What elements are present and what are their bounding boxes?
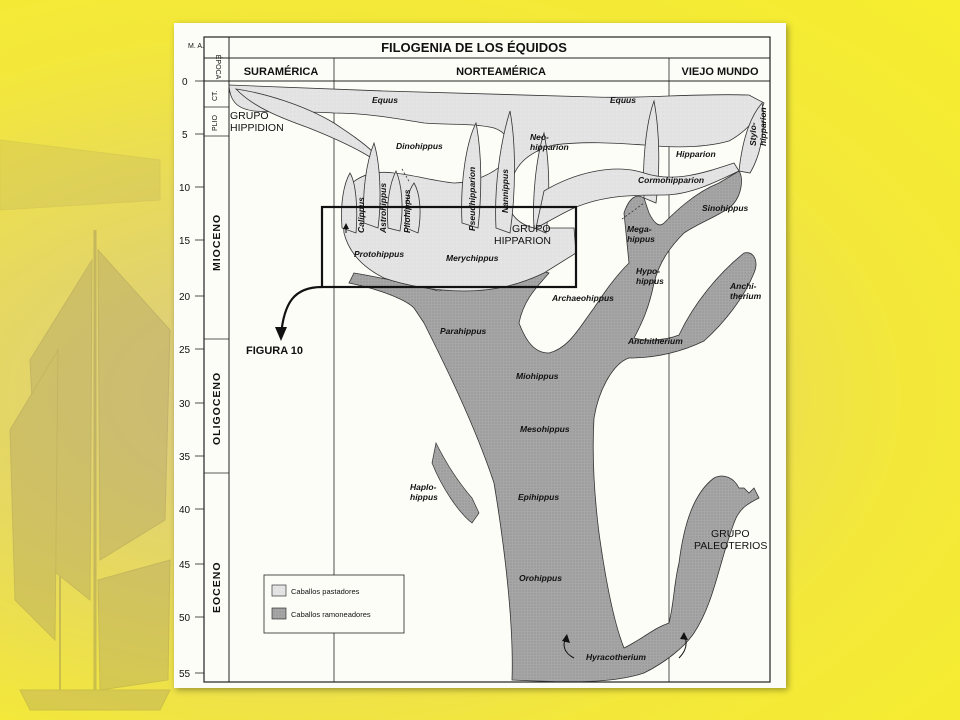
taxon-sinohippus: Sinohippus bbox=[702, 203, 749, 213]
grupo-hippidion-label-2: HIPPIDION bbox=[230, 122, 284, 134]
taxon-hyracotherium: Hyracotherium bbox=[586, 652, 646, 662]
taxon-protohippus: Protohippus bbox=[354, 249, 404, 259]
tick-35: 35 bbox=[179, 452, 191, 463]
tick-45: 45 bbox=[179, 560, 191, 571]
tick-15: 15 bbox=[179, 236, 191, 247]
tick-55: 55 bbox=[179, 669, 191, 680]
taxon-nannippus: Nannippus bbox=[500, 169, 510, 213]
tick-30: 30 bbox=[179, 399, 191, 410]
tick-50: 50 bbox=[179, 613, 191, 624]
taxon-labels: Equus Equus Dinohippus Neo- hipparion Ps… bbox=[354, 95, 768, 662]
taxon-pseudhipparion: Pseudhipparion bbox=[467, 167, 477, 231]
grupo-hipparion-label-1: GRUPO bbox=[512, 223, 551, 235]
taxon-megahippus-2: hippus bbox=[627, 234, 655, 244]
taxon-dinohippus: Dinohippus bbox=[396, 141, 443, 151]
taxon-epihippus: Epihippus bbox=[518, 492, 559, 502]
taxon-orohippus: Orohippus bbox=[519, 573, 562, 583]
tick-40: 40 bbox=[179, 505, 191, 516]
epoch-oligoceno: OLIGOCENO bbox=[211, 372, 223, 445]
tick-10: 10 bbox=[179, 183, 191, 194]
taxon-haplohippus-2: hippus bbox=[410, 492, 438, 502]
taxon-anchitherium-2: therium bbox=[730, 291, 762, 301]
tick-25: 25 bbox=[179, 345, 191, 356]
taxon-hypohippus-1: Hypo- bbox=[636, 266, 660, 276]
taxon-pliohippus: Pliohippus bbox=[402, 189, 412, 233]
equid-phylogeny-diagram: FILOGENIA DE LOS ÉQUIDOS M. A. ÉPOCA SUR… bbox=[179, 36, 771, 683]
epoch-eoceno: EOCENO bbox=[211, 561, 223, 613]
taxon-merychippus: Merychippus bbox=[446, 253, 499, 263]
taxon-megahippus-1: Mega- bbox=[627, 224, 652, 234]
taxon-calippus: Calippus bbox=[356, 197, 366, 233]
figure-10-highlight-box bbox=[320, 205, 578, 289]
tick-20: 20 bbox=[179, 292, 191, 303]
epoch-ct: CT. bbox=[212, 90, 219, 101]
region-viejo-mundo: VIEJO MUNDO bbox=[681, 66, 758, 78]
tick-5: 5 bbox=[182, 130, 188, 141]
taxon-cormohipparion: Cormohipparion bbox=[638, 175, 704, 185]
legend-browsers-swatch bbox=[271, 607, 287, 620]
region-norteamerica: NORTEAMÉRICA bbox=[456, 65, 546, 78]
scale-header: M. A. bbox=[188, 43, 204, 50]
haplohippus-branch bbox=[431, 441, 480, 524]
grupo-hippidion-label-1: GRUPO bbox=[230, 110, 269, 122]
epoch-mioceno: MIOCENO bbox=[211, 214, 223, 271]
epoch-plio: PLIO bbox=[212, 114, 219, 131]
figure-10-arrow-line bbox=[279, 285, 323, 336]
legend-browsers-label: Caballos ramoneadores bbox=[291, 610, 371, 619]
grupo-hipparion-label-2: HIPPARION bbox=[494, 235, 551, 247]
diagram-title: FILOGENIA DE LOS ÉQUIDOS bbox=[381, 40, 567, 55]
taxon-haplohippus-1: Haplo- bbox=[410, 482, 437, 492]
legend-box bbox=[263, 574, 405, 634]
phylogeny-figure-card: FILOGENIA DE LOS ÉQUIDOS M. A. ÉPOCA SUR… bbox=[174, 23, 786, 688]
legend-grazers-swatch bbox=[271, 584, 287, 597]
region-suramerica: SURAMÉRICA bbox=[244, 65, 319, 78]
grupo-paleoterios-label-1: GRUPO bbox=[711, 528, 750, 540]
grupo-paleoterios-label-2: PALEOTERIOS bbox=[694, 540, 767, 552]
taxon-hipparion: Hipparion bbox=[676, 149, 716, 159]
taxon-hypohippus-2: hippus bbox=[636, 276, 664, 286]
chart-frame bbox=[203, 36, 771, 683]
figure-10-arrowhead bbox=[275, 327, 287, 341]
taxon-stylohipparion-1: Stylo- bbox=[748, 122, 758, 146]
taxon-parahippus: Parahippus bbox=[440, 326, 487, 336]
taxon-miohippus: Miohippus bbox=[516, 371, 559, 381]
taxon-neohipparion-2: hipparion bbox=[530, 142, 569, 152]
legend: Caballos pastadores Caballos ramoneadore… bbox=[263, 574, 405, 634]
taxon-anchitherium: Anchitherium bbox=[627, 336, 683, 346]
taxon-neohipparion-1: Neo- bbox=[530, 132, 549, 142]
time-axis: 0 5 10 15 20 25 30 35 40 45 50 55 bbox=[179, 77, 204, 680]
tick-0: 0 bbox=[182, 77, 188, 88]
figure-10-label: FIGURA 10 bbox=[246, 345, 303, 357]
epoch-header: ÉPOCA bbox=[214, 55, 223, 80]
taxon-anchitherium-1: Anchi- bbox=[729, 281, 757, 291]
taxon-archaeohippus: Archaeohippus bbox=[551, 293, 614, 303]
taxon-mesohippus: Mesohippus bbox=[520, 424, 570, 434]
taxon-equus-vm: Equus bbox=[610, 95, 636, 105]
taxon-stylohipparion-2: hipparion bbox=[758, 107, 768, 146]
taxon-equus-na: Equus bbox=[372, 95, 398, 105]
legend-grazers-label: Caballos pastadores bbox=[291, 587, 360, 596]
taxon-astrohippus: Astrohippus bbox=[378, 183, 388, 234]
